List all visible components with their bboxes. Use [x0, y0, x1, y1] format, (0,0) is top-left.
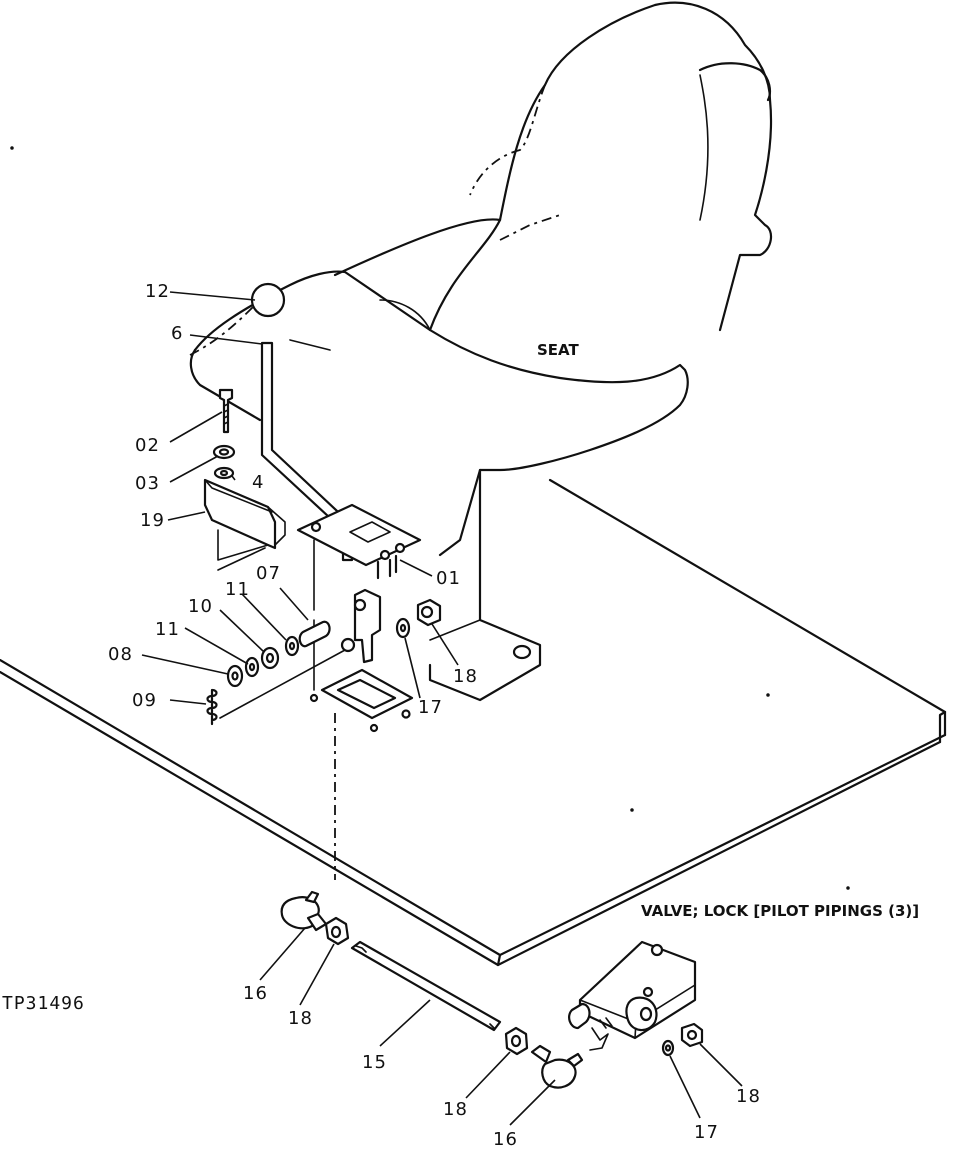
seat-outline [189, 1, 773, 702]
callout-18-valve: 18 [736, 1086, 761, 1107]
callout-12: 12 [145, 281, 170, 302]
callout-18-upper: 18 [453, 666, 478, 687]
callout-11-upper: 11 [225, 579, 250, 600]
callout-16-lower: 16 [493, 1129, 518, 1150]
callout-16-upper: 16 [243, 983, 268, 1004]
lever-assembly [203, 282, 442, 880]
callout-09: 09 [132, 690, 157, 711]
callout-03: 03 [135, 473, 160, 494]
leader-lines [141, 291, 743, 1126]
floor-plate [0, 478, 947, 967]
callout-02: 02 [135, 435, 160, 456]
callout-19: 19 [140, 510, 165, 531]
figure-reference: TP31496 [2, 993, 85, 1014]
callout-08: 08 [108, 644, 133, 665]
callout-18-pipe-left: 18 [288, 1008, 313, 1029]
callout-10: 10 [188, 596, 213, 617]
callout-11-lower: 11 [155, 619, 180, 640]
callout-01: 01 [436, 568, 461, 589]
callout-6: 6 [171, 323, 184, 344]
seat-label: SEAT [537, 341, 579, 359]
callout-17-upper: 17 [418, 697, 443, 718]
valve-caption: VALVE; LOCK [PILOT PIPINGS (3)] [641, 902, 920, 920]
callout-4: 4 [252, 472, 265, 493]
pilot-piping [280, 890, 704, 1089]
callout-18-pipe-right: 18 [443, 1099, 468, 1120]
callout-17-lower: 17 [694, 1122, 719, 1143]
callout-15: 15 [362, 1052, 387, 1073]
callout-07: 07 [256, 563, 281, 584]
